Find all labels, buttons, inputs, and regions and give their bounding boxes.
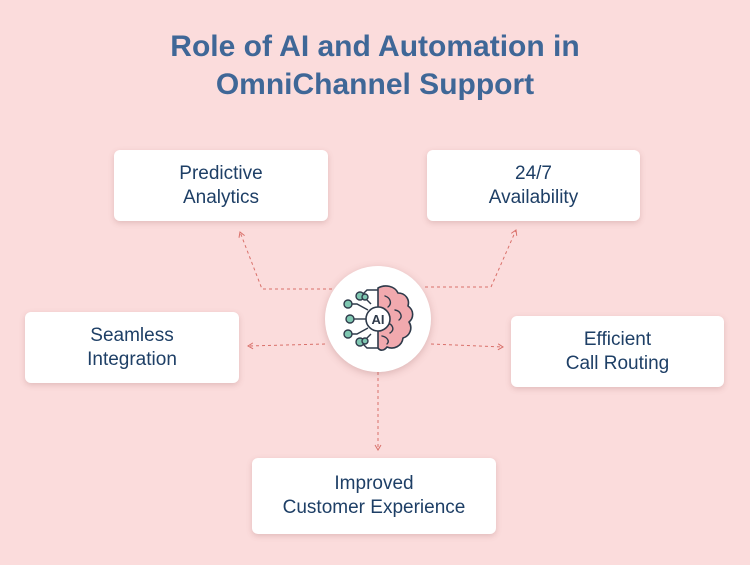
circuit-nodes — [343, 291, 369, 347]
card-seamless-line-2: Integration — [87, 348, 177, 370]
title-line-2: OmniChannel Support — [215, 68, 535, 101]
card-experience-line-1: Improved — [334, 473, 414, 494]
ai-hub: AI — [325, 266, 431, 372]
diagram-title: Role of AI and Automation in OmniChannel… — [0, 28, 750, 104]
card-routing-line-1: Efficient — [583, 328, 652, 350]
card-seamless-line-1: Seamless — [90, 324, 174, 346]
brain-folds — [381, 295, 402, 345]
card-availability-line-2: Availability — [488, 186, 579, 208]
card-predictive-analytics: Predictive Analytics — [114, 150, 328, 221]
card-routing-line-2: Call Routing — [565, 352, 670, 374]
card-seamless-integration: Seamless Integration — [25, 312, 239, 383]
brain-right-hemisphere — [377, 285, 414, 351]
ai-badge — [365, 306, 391, 332]
connector-to-seamless — [247, 342, 326, 350]
card-predictive-line-1: Predictive — [179, 162, 263, 184]
card-experience-line-2: Customer Experience — [282, 497, 466, 518]
card-predictive-line-2: Analytics — [182, 186, 260, 208]
ai-badge-label: AI — [372, 312, 385, 327]
card-efficient-call-routing: Efficient Call Routing — [511, 316, 724, 387]
connector-to-routing — [430, 343, 504, 351]
connector-to-availability — [425, 229, 518, 288]
card-availability: 24/7 Availability — [427, 150, 640, 221]
ai-brain-icon: AI — [343, 285, 414, 351]
connector-to-predictive — [238, 231, 332, 290]
card-availability-line-1: 24/7 — [515, 162, 552, 184]
card-improved-customer-experience: Improved Customer Experience — [252, 458, 496, 534]
title-line-1: Role of AI and Automation in — [170, 30, 580, 63]
